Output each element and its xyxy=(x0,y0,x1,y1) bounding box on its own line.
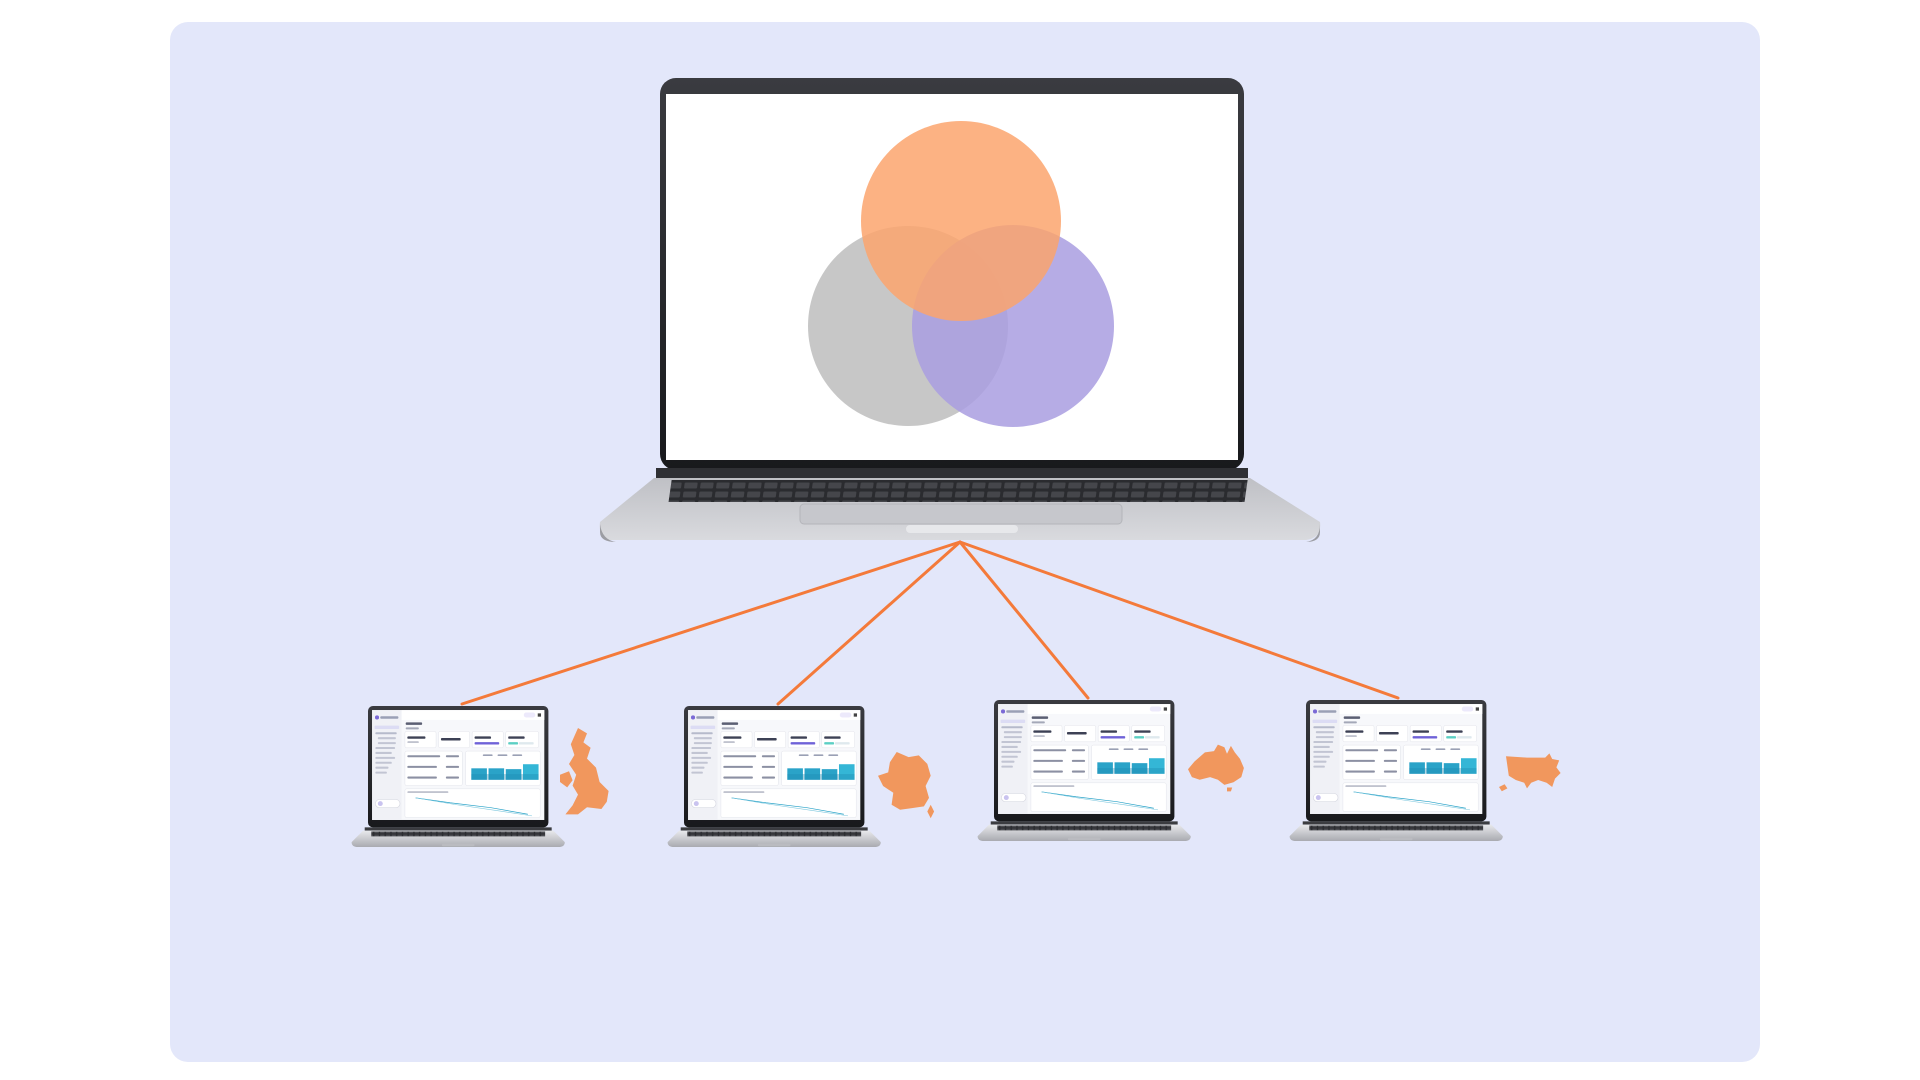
hub-laptop-keyboard xyxy=(668,480,1248,502)
node-laptop-australia xyxy=(977,699,1192,842)
node-laptop-usa xyxy=(1289,699,1504,842)
connector-usa xyxy=(958,540,1400,700)
node-laptop-france xyxy=(667,705,882,848)
usa-map-icon xyxy=(1499,753,1561,792)
connector-australia xyxy=(958,540,1090,700)
node-usa xyxy=(1289,699,1561,842)
connector-uk xyxy=(460,540,962,706)
federated-diagram xyxy=(351,78,1561,848)
venn-diagram xyxy=(808,121,1114,427)
diagram-canvas xyxy=(170,22,1760,1062)
connector-lines xyxy=(460,540,1400,706)
uk-map-icon xyxy=(560,728,609,815)
connector-france xyxy=(776,540,962,706)
france-map-icon xyxy=(878,752,935,819)
australia-map-icon xyxy=(1188,744,1244,792)
node-australia xyxy=(977,699,1244,842)
node-uk xyxy=(351,705,609,848)
venn-circle-orange xyxy=(861,121,1061,321)
node-laptop-uk xyxy=(351,705,566,848)
hub-laptop xyxy=(599,78,1321,542)
hub-laptop-trackpad xyxy=(799,503,1123,525)
node-france xyxy=(667,705,935,848)
